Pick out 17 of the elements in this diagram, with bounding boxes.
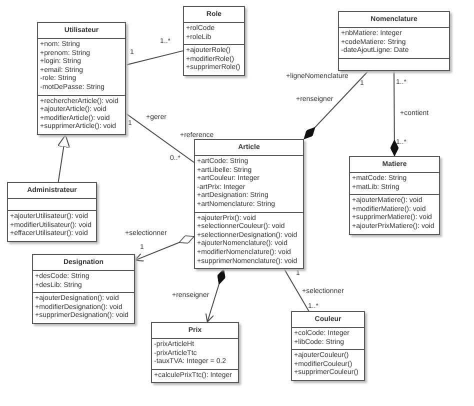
class-box bbox=[151, 322, 239, 384]
composition-line bbox=[304, 70, 369, 140]
class-box bbox=[194, 139, 304, 270]
association-line bbox=[284, 268, 310, 312]
composition-line bbox=[134, 235, 194, 262]
class-box bbox=[183, 6, 245, 76]
composition-line bbox=[205, 268, 226, 322]
class-box bbox=[7, 182, 97, 242]
association-line bbox=[126, 50, 184, 66]
class-box bbox=[349, 156, 440, 235]
association-line bbox=[126, 113, 194, 163]
class-box bbox=[291, 311, 365, 381]
composition-line bbox=[390, 70, 399, 156]
class-box bbox=[338, 11, 450, 71]
class-box bbox=[37, 22, 126, 135]
inheritance-arrow bbox=[57, 134, 70, 182]
class-box bbox=[32, 254, 135, 324]
